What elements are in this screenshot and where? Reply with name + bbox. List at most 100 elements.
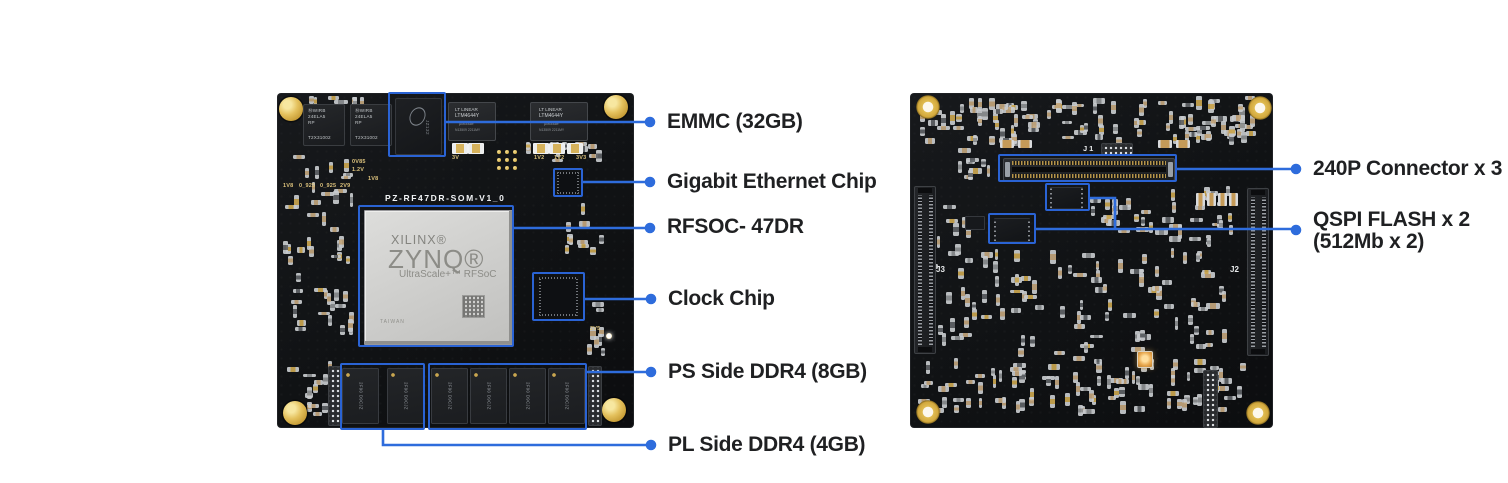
passive-component	[1083, 123, 1089, 132]
passive-component	[1015, 273, 1020, 286]
mounting-pad	[604, 95, 628, 119]
passive-component	[1136, 375, 1140, 386]
passive-component	[1238, 107, 1245, 119]
passive-component	[1124, 367, 1130, 380]
power-module-code: N13509 2211MY	[539, 128, 565, 132]
passive-component	[1091, 205, 1096, 217]
passive-component	[1229, 133, 1235, 146]
passive-component	[966, 397, 972, 409]
outline-box-ps-ddr	[428, 363, 587, 430]
passive-component	[1029, 397, 1035, 407]
passive-component	[1155, 266, 1159, 277]
passive-component	[1061, 120, 1072, 125]
passive-component	[1189, 237, 1201, 242]
passive-component	[1045, 376, 1051, 386]
passive-component	[1162, 217, 1175, 223]
passive-component	[1106, 375, 1111, 389]
passive-component	[1142, 99, 1148, 109]
passive-component	[1238, 103, 1244, 112]
passive-component	[941, 332, 947, 347]
connector-end	[1251, 190, 1265, 195]
passive-component	[334, 99, 348, 105]
rfsoc-chip: XILINX® ZYNQ® UltraScale+™ RFSoC TAIWAN	[364, 210, 513, 345]
connector-pins	[1012, 174, 1166, 178]
passive-component	[322, 212, 327, 226]
passive-component	[1022, 114, 1033, 120]
passive-component	[1113, 387, 1119, 399]
capacitor	[1176, 140, 1190, 148]
passive-component	[937, 324, 944, 335]
voltage-label: 2V9	[340, 183, 351, 189]
passive-component	[1205, 342, 1214, 348]
passive-component	[1117, 228, 1131, 233]
passive-component	[324, 290, 329, 299]
passive-component	[1202, 270, 1211, 275]
passive-component	[957, 268, 964, 280]
passive-component	[1188, 315, 1194, 326]
callout-label-ps-ddr: PS Side DDR4 (8GB)	[668, 360, 867, 383]
passive-component	[1049, 395, 1055, 409]
passive-component	[1241, 132, 1247, 143]
passive-component	[342, 172, 353, 177]
passive-component	[295, 272, 302, 282]
power-module-code: N13509 2211MY	[455, 128, 481, 132]
passive-component	[945, 383, 958, 388]
passive-component	[1240, 119, 1245, 133]
passive-component	[1013, 113, 1019, 128]
passive-component	[992, 261, 999, 273]
passive-component	[1095, 260, 1100, 270]
passive-component	[1148, 221, 1154, 234]
passive-component	[1019, 399, 1026, 411]
passive-component	[1047, 363, 1060, 370]
capacitor	[549, 143, 565, 154]
passive-component	[565, 245, 569, 255]
passive-component	[581, 203, 585, 216]
capacitor	[1018, 140, 1032, 148]
passive-component	[1138, 103, 1145, 116]
passive-component	[333, 191, 339, 204]
passive-component	[993, 109, 1004, 114]
passive-component	[329, 227, 339, 233]
passive-component	[294, 194, 299, 209]
test-point	[513, 158, 517, 162]
passive-component	[1134, 214, 1140, 223]
capacitor	[533, 143, 549, 154]
passive-component	[991, 367, 995, 377]
som-back-board: J1 J3 J2	[910, 93, 1273, 428]
passive-component	[1169, 224, 1182, 229]
passive-component	[936, 126, 950, 131]
passive-component	[342, 291, 349, 302]
passive-component	[1125, 197, 1132, 207]
passive-component	[286, 244, 291, 255]
pin-header	[588, 366, 602, 426]
passive-component	[953, 357, 959, 369]
passive-component	[1101, 217, 1112, 223]
connector-end	[1251, 349, 1265, 354]
passive-component	[1166, 391, 1179, 396]
passive-component	[920, 384, 930, 389]
passive-component	[360, 96, 364, 111]
passive-component	[975, 373, 986, 379]
passive-component	[1141, 209, 1152, 215]
passive-component	[313, 384, 319, 393]
passive-component	[1139, 329, 1146, 342]
passive-component	[1181, 399, 1188, 411]
callout-line-pl-ddr	[381, 430, 648, 447]
voltage-label: 0V85	[352, 159, 366, 165]
qspi-flash-chip	[994, 218, 1030, 242]
passive-component	[1089, 334, 1103, 339]
passive-component	[1212, 222, 1221, 227]
passive-component	[1055, 99, 1062, 113]
passive-component	[1120, 400, 1126, 414]
passive-component	[569, 235, 574, 246]
passive-component	[1157, 100, 1167, 106]
passive-component	[1218, 368, 1224, 383]
passive-component	[1249, 114, 1255, 128]
passive-component	[1138, 273, 1144, 288]
passive-component	[1072, 102, 1078, 115]
passive-component	[334, 289, 340, 301]
callout-dot	[1290, 224, 1302, 236]
outline-box-emmc	[388, 92, 446, 157]
ddr4-chip: 2F90 D9CJZ	[431, 368, 468, 424]
passive-component	[1129, 269, 1144, 274]
